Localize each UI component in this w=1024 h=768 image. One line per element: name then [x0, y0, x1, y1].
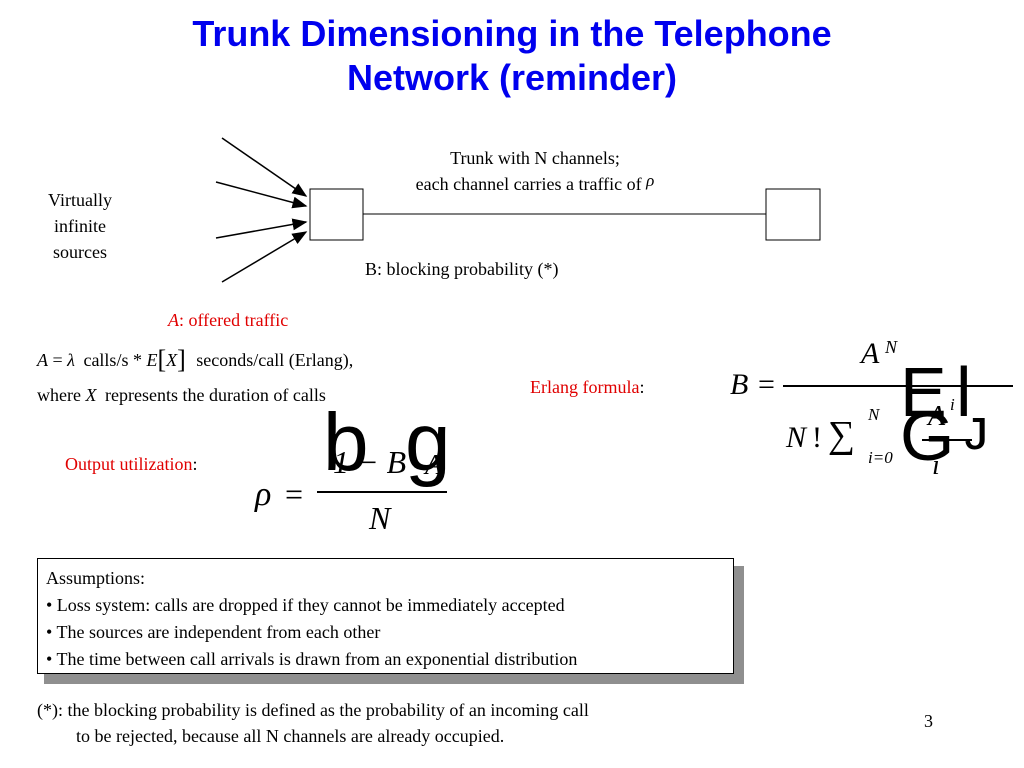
title-line-2: Network (reminder): [346, 57, 678, 98]
erlang-formula: B = A N N ! ∑ N i=0 A i i E l G ᴊ: [728, 335, 1018, 485]
sources-label: Virtually infinite sources: [48, 190, 112, 262]
overlay-a: A: [425, 450, 443, 481]
utilization-numerator: 1 − B: [333, 444, 407, 480]
source-arrow-1: [221, 137, 308, 197]
trunk-right-node: [765, 188, 821, 241]
footnote: (*): the blocking probability is defined…: [37, 697, 767, 749]
erlang-term-bar: [922, 439, 972, 441]
trunk-label: Trunk with N channels; each channel carr…: [415, 148, 655, 194]
offered-traffic-heading: A: offered traffic: [168, 310, 289, 330]
output-utilization-label: Output utilization:: [65, 454, 198, 474]
overlay-glyph-u: ᴊ: [964, 397, 989, 462]
erlang-numerator-base: A: [861, 337, 880, 370]
assumption-item: • Loss system: calls are dropped if they…: [46, 595, 565, 615]
assumptions-box: Assumptions: • Loss system: calls are dr…: [37, 558, 734, 674]
rho-lhs: ρ: [255, 476, 272, 513]
erlang-formula-label: Erlang formula:: [530, 377, 645, 397]
utilization-fraction-bar: [317, 491, 447, 493]
footnote-line-1: (*): the blocking probability is defined…: [37, 700, 589, 720]
source-arrow-4: [221, 231, 308, 283]
page-number: 3: [924, 711, 933, 731]
title-line-1: Trunk Dimensioning in the Telephone: [192, 13, 832, 54]
utilization-denominator: N: [369, 500, 391, 536]
assumptions-heading: Assumptions:: [46, 568, 146, 588]
sigma-symbol: ∑: [828, 414, 856, 456]
footnote-line-2: to be rejected, because all N channels a…: [76, 726, 505, 746]
offered-traffic-formula: A = λ calls/s * E[X] seconds/call (Erlan…: [37, 345, 354, 374]
output-utilization-formula: ρ = 1 − B N b g A: [255, 397, 451, 537]
assumption-item: • The sources are independent from each …: [46, 622, 381, 642]
slide-title: Trunk Dimensioning in the Telephone Netw…: [0, 12, 1024, 100]
rho-symbol: ρ: [646, 171, 655, 190]
overlay-glyph-g: G: [900, 397, 955, 475]
source-arrow-2: [215, 181, 308, 209]
overlay-glyph-e: E: [900, 353, 947, 431]
assumption-item: • The time between call arrivals is draw…: [46, 649, 578, 669]
source-arrow-3: [215, 218, 308, 239]
overlay-glyph-l: l: [956, 353, 972, 431]
erlang-fraction-bar: [783, 385, 1013, 387]
erlang-numerator-exp: N: [885, 337, 898, 357]
blocking-probability-label: B: blocking probability (*): [365, 259, 559, 279]
trunk-left-node: [309, 188, 364, 241]
call-duration-note: where X represents the duration of calls: [37, 385, 326, 405]
overlay-glyph-b: b: [323, 397, 369, 488]
overlay-glyph-g: g: [405, 397, 451, 488]
